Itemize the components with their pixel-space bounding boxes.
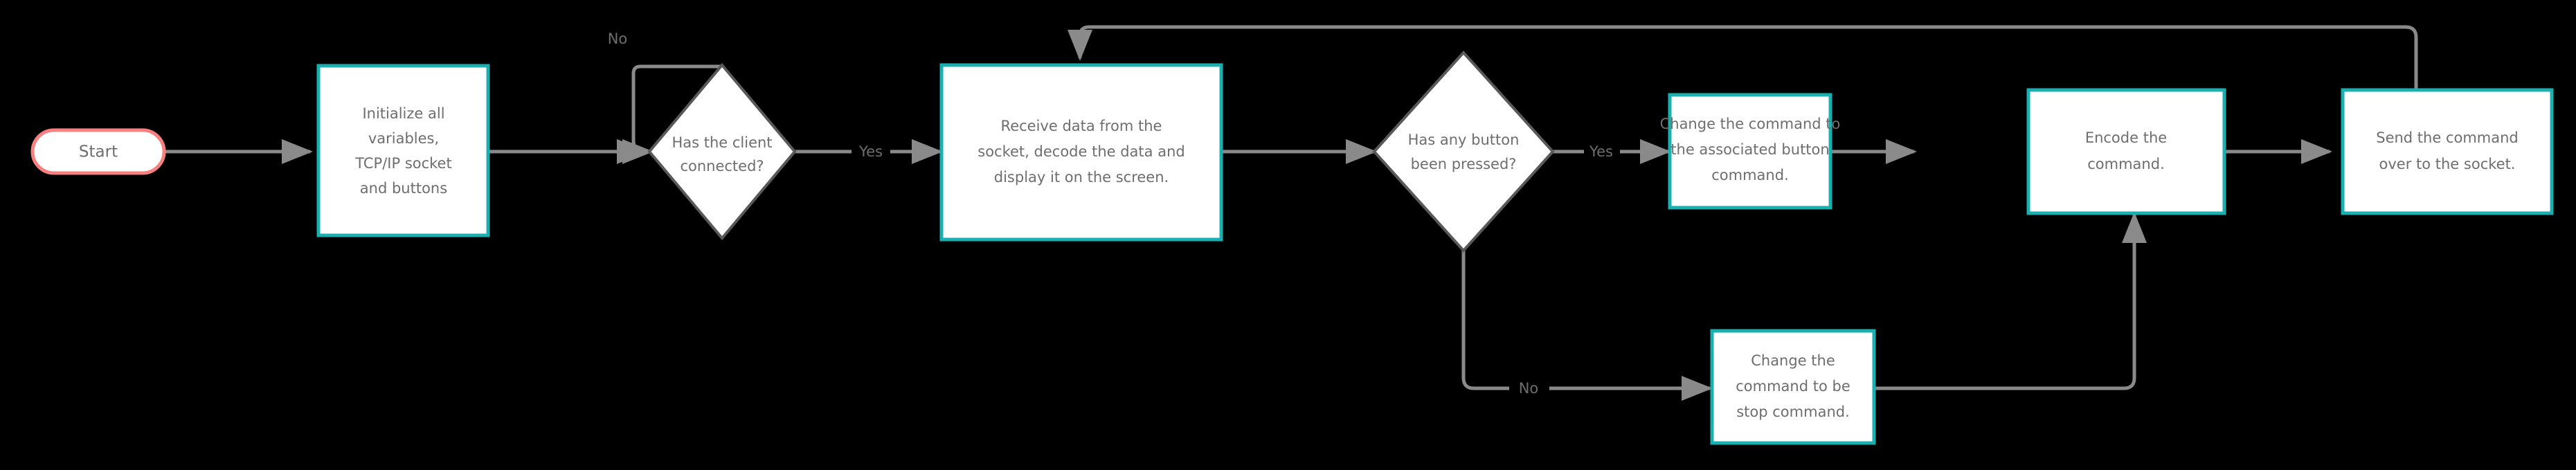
client-connected-line-2: connected? [680,158,764,174]
change-button-command-line-1: Change the command to [1660,116,1841,132]
node-start[interactable]: Start [30,128,166,175]
edge-label-button-yes: Yes [1589,143,1613,160]
button-pressed-line-1: Has any button [1408,132,1520,148]
send-command-line-2: over to the socket. [2379,156,2516,172]
edge-label-client-yes: Yes [858,143,883,160]
node-client-connected-decision[interactable]: Has the client connected? [647,62,797,241]
edge-send-back-to-receive [1068,25,2418,90]
receive-data-line-3: display it on the screen. [994,169,1169,186]
encode-command-line-2: command. [2087,156,2165,172]
edge-label-client-no: No [608,30,628,47]
button-pressed-line-2: been pressed? [1411,156,1517,172]
initialize-line-4: and buttons [360,180,447,197]
node-initialize[interactable]: Initialize all variables, TCP/IP socket … [316,64,490,237]
edge-label-layer: No Yes Yes No [608,30,1613,397]
node-receive-data[interactable]: Receive data from the socket, decode the… [939,63,1223,242]
initialize-box-shape [316,64,490,237]
encode-command-line-1: Encode the [2085,129,2167,146]
change-stop-command-box-shape [1710,329,1876,445]
node-change-button-command[interactable]: Change the command to the associated but… [1660,93,1841,210]
initialize-line-1: Initialize all [362,105,444,122]
send-command-box-shape [2341,88,2554,215]
change-stop-command-line-2: command to be [1736,378,1850,395]
change-stop-command-line-1: Change the [1751,352,1835,369]
node-change-stop-command[interactable]: Change the command to be stop command. [1710,329,1876,445]
client-connected-diamond-shape [647,62,797,241]
send-command-line-1: Send the command [2376,129,2519,146]
edge-client-no-loop [616,64,722,164]
node-encode-command[interactable]: Encode the command. [2026,88,2226,215]
edge-button-no-a [1461,239,1509,390]
button-pressed-diamond-shape [1372,51,1555,253]
initialize-line-2: variables, [368,130,439,147]
change-button-command-box-shape [1668,93,1832,210]
node-button-pressed-decision[interactable]: Has any button been pressed? [1372,51,1555,253]
edge-stop-to-encode [1874,211,2147,390]
change-button-command-line-3: command. [1711,167,1789,183]
start-label: Start [79,143,118,161]
change-button-command-line-2: the associated button [1670,141,1829,158]
receive-data-line-1: Receive data from the [1001,118,1162,134]
edge-label-button-no: No [1519,380,1539,397]
connector-layer [164,25,2418,401]
receive-data-line-2: socket, decode the data and [978,143,1185,160]
change-stop-command-line-3: stop command. [1736,404,1850,420]
node-send-command[interactable]: Send the command over to the socket. [2341,88,2554,215]
receive-data-box-shape [939,63,1223,242]
client-connected-line-1: Has the client [672,134,772,151]
initialize-line-3: TCP/IP socket [354,155,451,172]
start-terminator-shape [30,128,166,175]
encode-command-box-shape [2026,88,2226,215]
